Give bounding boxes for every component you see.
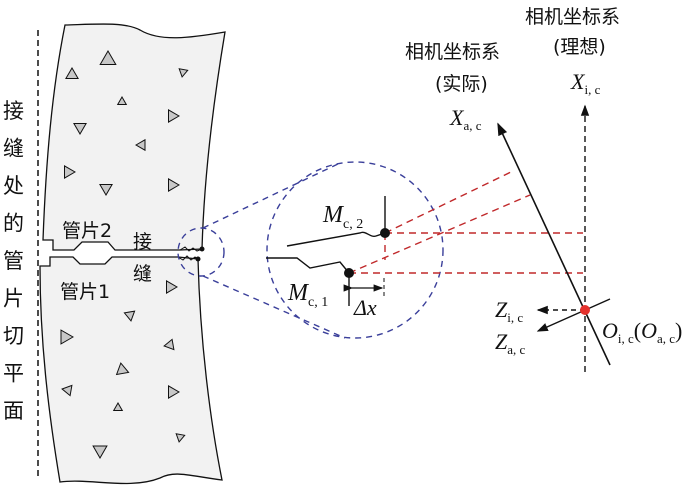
z-actual-label: Za, c	[495, 329, 526, 357]
x-actual-label: Xa, c	[449, 105, 482, 133]
aggregate-triangle	[166, 280, 178, 294]
segment-1-body	[39, 256, 223, 485]
aggregate-triangle	[92, 445, 108, 460]
projection-lines	[348, 170, 583, 274]
joint-point-1	[195, 256, 201, 262]
cut-plane-label-char: 平	[3, 362, 24, 386]
x-ideal-label: Xi, c	[570, 69, 601, 97]
cut-plane-label-char: 的	[3, 212, 24, 236]
ideal-title: 相机坐标系	[525, 6, 620, 28]
mc1-label: Mc, 1	[287, 280, 328, 310]
aggregate-triangle	[168, 178, 180, 192]
aggregate-triangle	[178, 68, 189, 78]
mc2-label: Mc, 2	[322, 202, 363, 232]
origin-label: Oi, c(Oa, c)	[602, 318, 682, 346]
large-zoom-circle	[266, 161, 444, 339]
zoomed-edge-2	[286, 196, 386, 247]
z-actual-axis	[536, 298, 611, 332]
aggregate-triangle	[175, 433, 186, 443]
magnifier	[177, 161, 444, 339]
point-mc2	[380, 228, 390, 238]
aggregate-triangle	[115, 362, 130, 376]
aggregate-triangle	[112, 401, 124, 411]
joint-label-2: 缝	[133, 263, 152, 285]
aggregate-triangle	[168, 385, 180, 399]
aggregate-triangle	[116, 95, 128, 105]
aggregate-triangle	[60, 329, 75, 345]
actual-title: 相机坐标系	[405, 41, 500, 63]
x-actual-axis	[497, 122, 611, 366]
segment-2-label: 管片2	[62, 220, 112, 242]
aggregate-triangle	[163, 338, 175, 351]
cut-plane-label-char: 切	[3, 324, 24, 348]
aggregate-triangle	[99, 50, 117, 65]
aggregate-triangle	[99, 184, 113, 196]
aggregate-triangle	[135, 138, 146, 152]
joint-point-2	[199, 246, 205, 252]
cut-plane-label-char: 缝	[3, 137, 24, 161]
segment-1-label: 管片1	[60, 281, 110, 303]
joint-label-1: 接	[133, 231, 152, 253]
ideal-note: (理想)	[553, 36, 606, 58]
cut-plane-label-char: 管	[3, 249, 24, 273]
aggregate-triangle	[61, 384, 73, 397]
small-zoom-circle	[177, 227, 225, 277]
cut-plane-label-char: 接	[3, 99, 24, 123]
cut-plane-label-char: 片	[3, 287, 24, 311]
aggregate-triangle	[168, 109, 180, 123]
point-mc1	[344, 268, 354, 278]
segment-2-body	[42, 23, 226, 251]
origin-point	[580, 305, 590, 315]
z-ideal-label: Zi, c	[495, 297, 523, 325]
aggregate-triangle	[64, 165, 76, 179]
joint-zigzag	[177, 246, 203, 261]
delta-x-label: Δx	[353, 295, 377, 320]
aggregate-triangles	[60, 50, 189, 460]
aggregate-triangle	[73, 123, 87, 135]
cut-plane-label-char: 面	[3, 399, 24, 423]
aggregate-triangle	[65, 67, 79, 79]
aggregate-triangle	[123, 310, 136, 322]
cut-plane-label-char: 处	[3, 174, 24, 198]
actual-note: (实际)	[435, 73, 488, 95]
